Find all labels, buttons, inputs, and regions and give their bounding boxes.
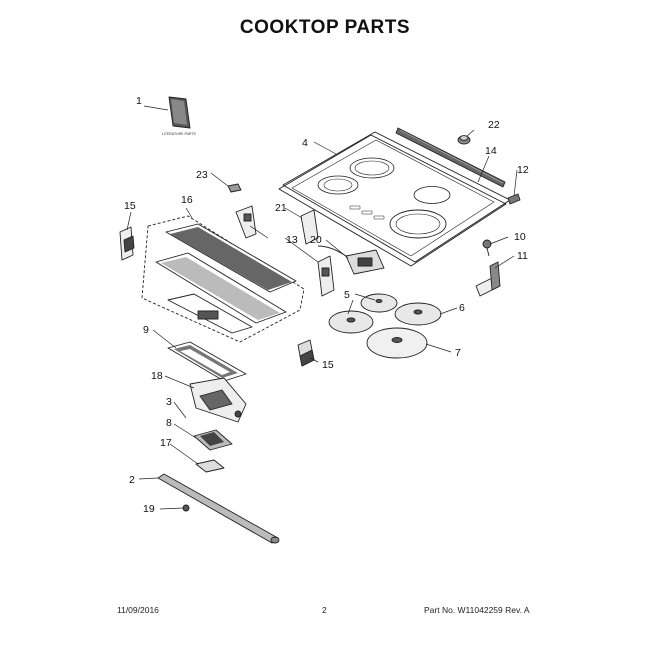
- part-4-cooktop: [278, 131, 511, 267]
- part-16-control-panel: [141, 215, 305, 343]
- callout-3: 3: [166, 396, 172, 408]
- footer-page-number: 2: [322, 605, 327, 615]
- part-6-element: [394, 302, 442, 326]
- footer-part-number: Part No. W11042259 Rev. A: [424, 605, 530, 615]
- manual-caption: LITERATURE PARTS: [162, 132, 197, 136]
- callout-13: 13: [286, 234, 298, 246]
- part-21-bracket: [300, 209, 319, 245]
- callout-18: 18: [151, 370, 163, 382]
- callout-20: 20: [310, 234, 322, 246]
- callout-2: 2: [129, 474, 135, 486]
- part-7-element: [366, 327, 428, 359]
- footer-date: 11/09/2016: [117, 605, 159, 615]
- part-23: [227, 183, 242, 193]
- callout-15-lower: 15: [322, 359, 334, 371]
- part-5-element: [328, 293, 398, 334]
- callout-21: 21: [275, 202, 287, 214]
- callout-11: 11: [517, 250, 528, 262]
- callouts: 1 22 4 14 12 23 15 16 21 13 20 10 11 5 6…: [124, 95, 529, 515]
- part-22-plug: [457, 135, 471, 145]
- callout-17: 17: [160, 437, 172, 449]
- part-18-housing: [189, 377, 247, 423]
- callout-12: 12: [517, 164, 529, 176]
- part-12-clip: [507, 193, 521, 205]
- part-13-bracket-a: [235, 205, 257, 239]
- part-20-harness: [317, 245, 385, 275]
- part-9-gasket: [167, 341, 247, 382]
- callout-5: 5: [344, 289, 350, 301]
- part-8-board: [193, 429, 233, 451]
- page-title: COOKTOP PARTS: [239, 17, 411, 38]
- callout-19: 19: [143, 503, 155, 515]
- callout-23: 23: [196, 169, 208, 181]
- part-11-bracket: [475, 261, 501, 297]
- callout-15: 15: [124, 200, 136, 212]
- callout-16: 16: [181, 194, 193, 206]
- callout-6: 6: [459, 302, 465, 314]
- callout-8: 8: [166, 417, 172, 429]
- callout-4: 4: [302, 137, 308, 149]
- part-19-screw: [182, 504, 190, 512]
- callout-10: 10: [514, 231, 526, 243]
- callout-22: 22: [488, 119, 500, 131]
- callout-14: 14: [485, 145, 497, 157]
- part-14-rear-trim: [395, 127, 506, 188]
- part-15-bracket-left: [119, 226, 135, 261]
- callout-7: 7: [455, 347, 461, 359]
- part-15-bracket-lower: [297, 339, 315, 367]
- part-10-screw: [482, 239, 492, 257]
- callout-9: 9: [143, 324, 149, 336]
- part-17: [195, 459, 225, 473]
- callout-1: 1: [136, 95, 142, 107]
- part-1-manual: [168, 96, 191, 129]
- part-13-bracket-b: [317, 255, 335, 297]
- part-2-rod: [157, 473, 280, 544]
